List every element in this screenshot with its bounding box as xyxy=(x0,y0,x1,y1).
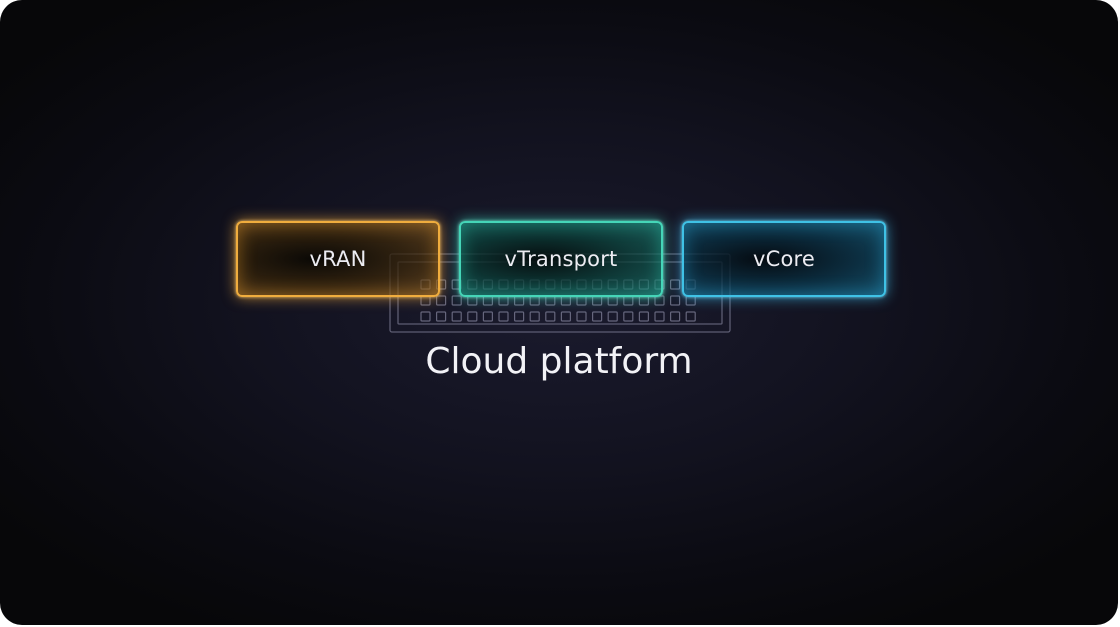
platform-cell xyxy=(420,311,431,322)
platform-cell xyxy=(498,311,509,322)
platform-cell xyxy=(607,295,618,306)
platform-cell xyxy=(623,295,634,306)
cloud-platform-label: Cloud platform xyxy=(425,341,693,382)
platform-cell xyxy=(576,311,587,322)
platform-cell xyxy=(607,311,618,322)
vcore-box: vCore xyxy=(682,221,886,297)
platform-cell xyxy=(467,311,478,322)
platform-cell xyxy=(560,311,572,322)
platform-cell xyxy=(654,295,665,306)
platform-cell xyxy=(529,295,540,306)
platform-cell xyxy=(591,311,603,322)
platform-cell xyxy=(669,295,681,306)
platform-cell xyxy=(545,311,556,322)
platform-cell xyxy=(436,311,447,322)
platform-cell xyxy=(623,311,634,322)
platform-cell xyxy=(669,279,681,290)
platform-cell xyxy=(529,311,540,322)
vran-label: vRAN xyxy=(309,247,367,271)
platform-cell xyxy=(482,311,493,322)
platform-cell xyxy=(451,295,462,306)
platform-cell xyxy=(513,295,525,306)
vtransport-box: vTransport xyxy=(459,221,663,297)
platform-cell xyxy=(467,295,478,306)
vran-box: vRAN xyxy=(236,221,440,297)
platform-cell xyxy=(498,295,509,306)
platform-cell xyxy=(638,311,650,322)
platform-cell xyxy=(654,311,665,322)
platform-cell xyxy=(685,311,696,322)
platform-cell xyxy=(638,295,650,306)
platform-cell xyxy=(545,295,556,306)
vcore-label: vCore xyxy=(752,247,816,271)
platform-cell xyxy=(685,295,696,306)
platform-cell xyxy=(560,295,572,306)
platform-cell xyxy=(482,295,493,306)
platform-cell xyxy=(576,295,587,306)
platform-cell xyxy=(591,295,603,306)
platform-cell xyxy=(420,295,431,306)
platform-cell xyxy=(436,295,447,306)
platform-cell xyxy=(513,311,525,322)
platform-cell xyxy=(451,311,462,322)
vtransport-label: vTransport xyxy=(504,247,618,271)
platform-cell xyxy=(669,311,681,322)
